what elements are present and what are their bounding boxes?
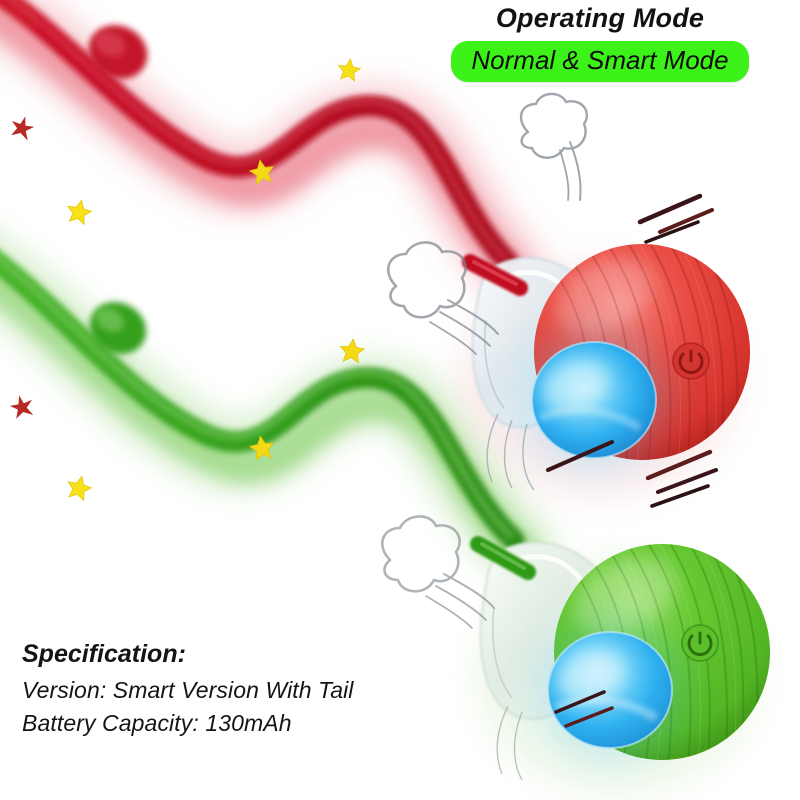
power-button-icon <box>672 342 710 380</box>
speed-dash-top-right <box>637 193 714 244</box>
star-sparkle <box>248 159 275 186</box>
green-tail <box>0 251 525 551</box>
page-title: Operating Mode <box>495 3 705 33</box>
mode-badge: Normal & Smart Mode <box>451 40 749 82</box>
operating-mode-header: Operating Mode Normal & Smart Mode <box>408 3 792 82</box>
cross-sparkle <box>9 395 34 419</box>
red-tail <box>0 0 519 273</box>
speed-dash-bottom <box>554 690 614 728</box>
spec-battery-line: Battery Capacity: 130mAh <box>22 710 292 736</box>
puff-top-right <box>519 92 589 201</box>
speed-dash-mid-right <box>546 440 718 508</box>
green-ball-led <box>532 616 688 764</box>
red-ball-wires <box>486 413 535 491</box>
star-sparkle <box>339 338 366 364</box>
green-ball-product <box>470 536 770 794</box>
power-button-icon <box>681 624 719 662</box>
green-ball-highlight <box>572 557 676 635</box>
puff-red-ball <box>386 241 500 355</box>
green-ball-led-glow <box>532 616 688 764</box>
star-sparkle <box>67 475 93 502</box>
red-ball-led-glow <box>516 326 672 474</box>
cross-sparkle <box>11 116 35 141</box>
red-ball-product <box>460 244 750 498</box>
green-ball-wires <box>496 705 523 781</box>
specification-block: Specification: Version: Smart Version Wi… <box>22 640 354 743</box>
puff-green-ball <box>380 515 496 629</box>
star-sparkle <box>337 58 362 82</box>
red-ball-highlight <box>554 258 654 334</box>
spec-version-line: Version: Smart Version With Tail <box>22 677 354 703</box>
star-sparkle <box>67 199 93 226</box>
specification-heading: Specification: <box>22 640 186 668</box>
red-ball-led <box>516 326 672 474</box>
star-sparkle <box>248 435 275 461</box>
